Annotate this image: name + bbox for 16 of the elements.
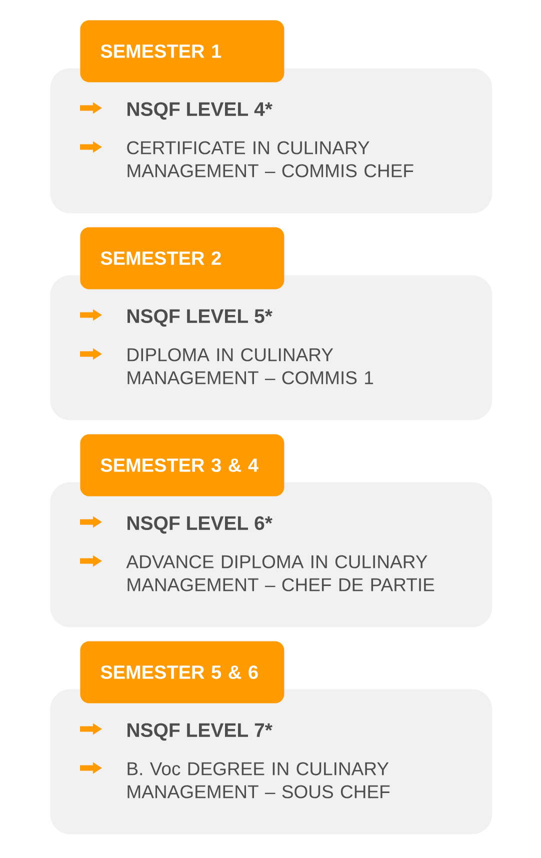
level-text: NSQF LEVEL 6*	[128, 516, 272, 534]
info-panel	[50, 482, 492, 628]
qualification-text: DIPLOMA IN CULINARY MANAGEMENT – COMMIS 1	[128, 348, 373, 384]
info-panel	[50, 275, 492, 420]
semester-tab: SEMESTER 5 & 6	[80, 641, 284, 704]
semester-tab: SEMESTER 2	[80, 227, 284, 290]
semester-tab: SEMESTER 1	[80, 20, 284, 82]
level-text: NSQF LEVEL 7*	[128, 723, 272, 741]
qualification-text: ADVANCE DIPLOMA IN CULINARY MANAGEMENT – CHEF DE PARTIE	[126, 555, 434, 592]
level-text: NSQF LEVEL 4*	[128, 102, 272, 120]
qualification-text: B. Voc DEGREE IN CULINARY MANAGEMENT – SOUS CHEF	[128, 762, 390, 798]
info-panel	[50, 689, 492, 834]
qualification-text: CERTIFICATE IN CULINARY MANAGEMENT – COMMIS CHEF	[127, 141, 414, 178]
level-text: NSQF LEVEL 5*	[128, 309, 272, 327]
info-panel	[50, 68, 492, 214]
semester-tab: SEMESTER 3 & 4	[80, 434, 284, 496]
